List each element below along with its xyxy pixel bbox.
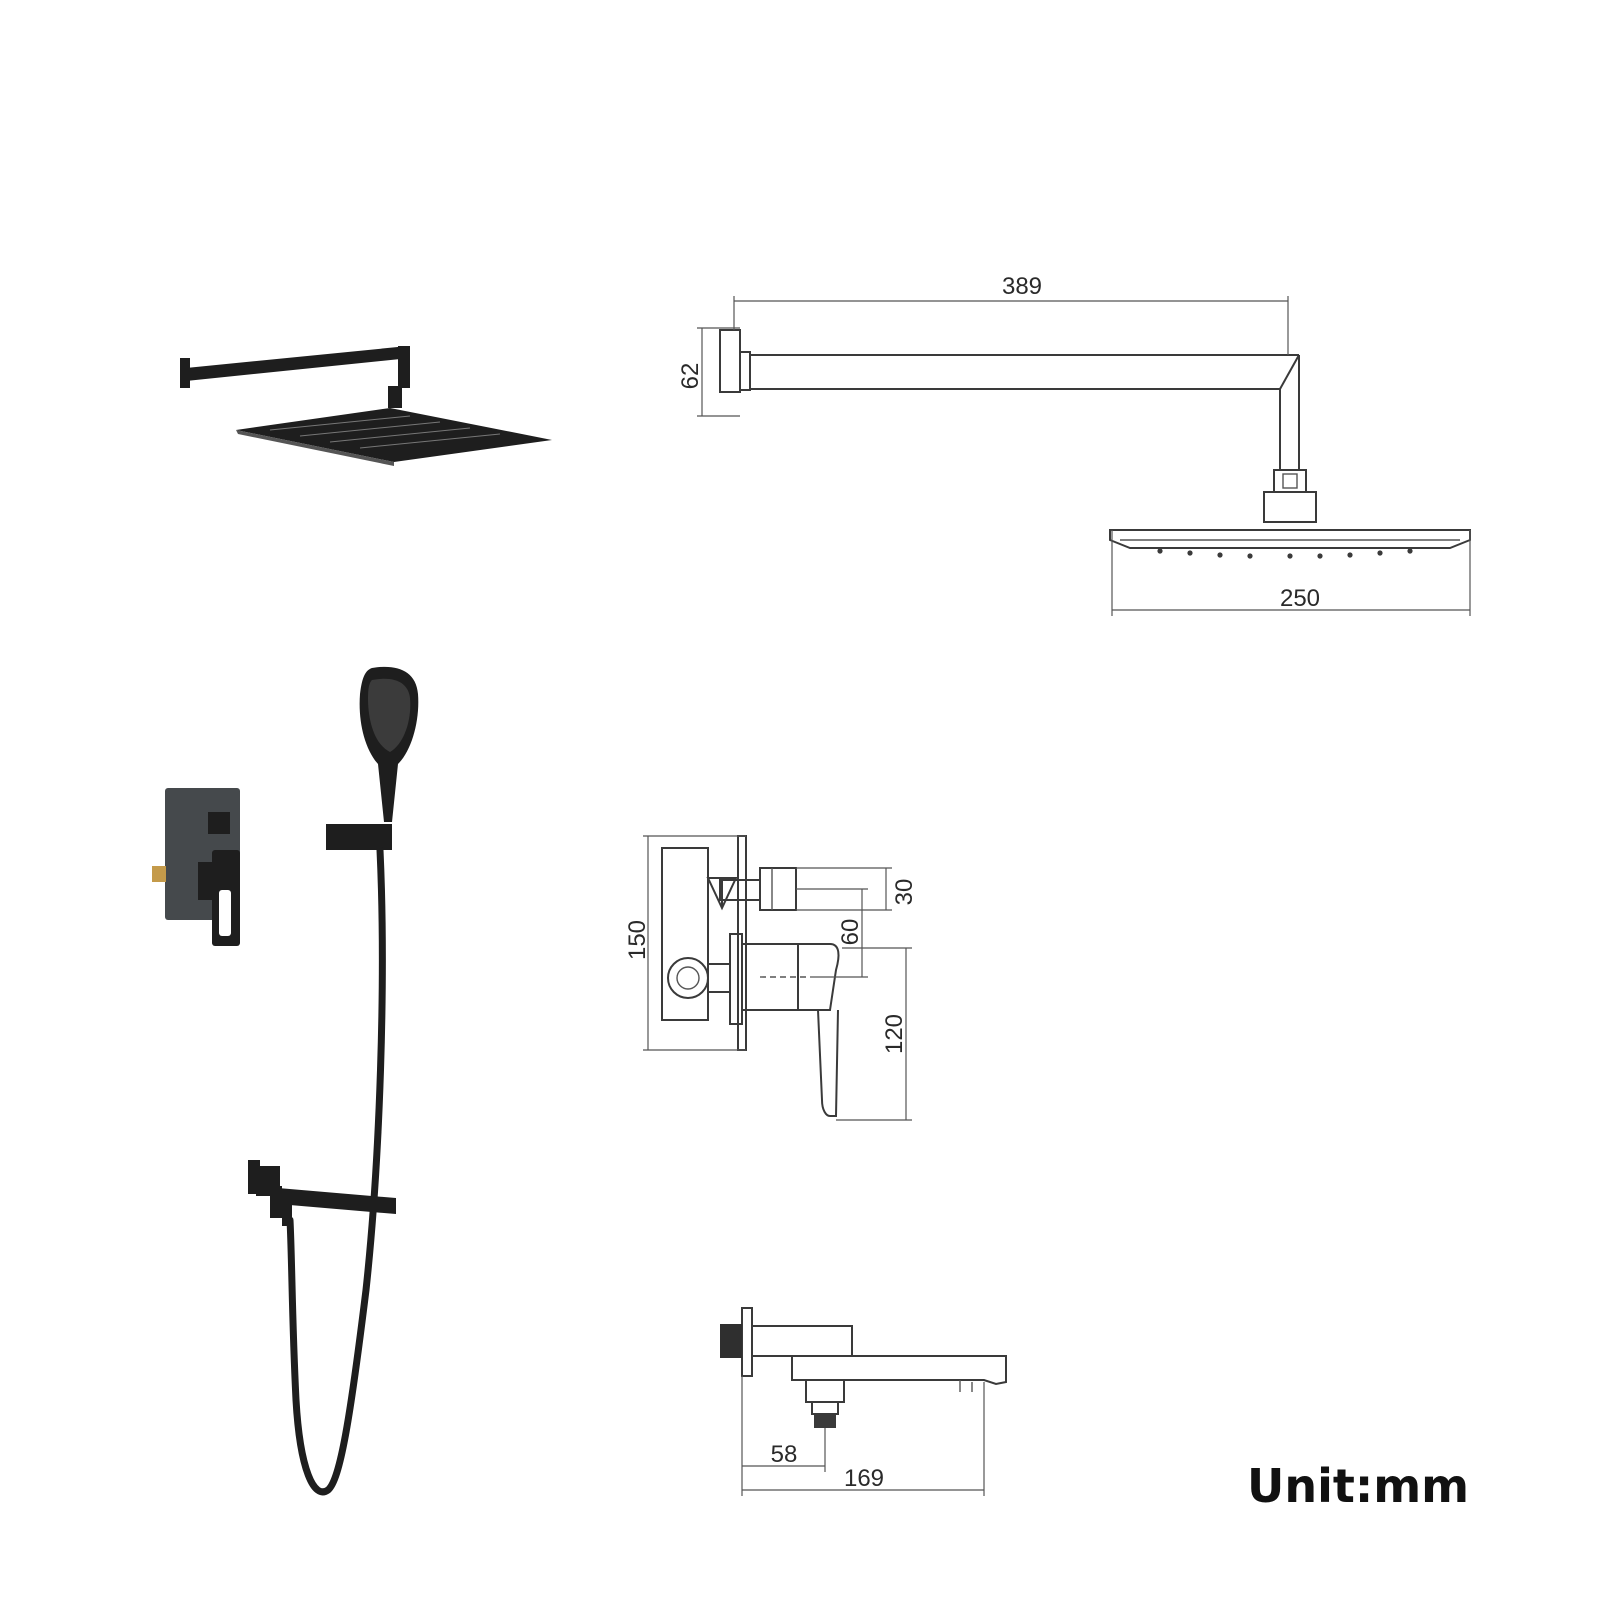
- tub-spout-photo-icon: [248, 1160, 396, 1226]
- dimension-62: 62: [677, 327, 740, 417]
- unit-label: Unit:mm: [1247, 1459, 1469, 1513]
- mixing-valve-photo-icon: [152, 788, 240, 946]
- dimension-label-150: 150: [624, 920, 651, 960]
- dimension-label-169: 169: [844, 1465, 884, 1492]
- dimension-label-389: 389: [1002, 273, 1042, 300]
- hand-shower-photo-icon: [286, 666, 419, 1496]
- valve-drawing: [661, 835, 840, 1117]
- dimension-60: 60: [796, 888, 868, 978]
- dimension-label-62: 62: [677, 363, 704, 390]
- dimension-250: 250: [1111, 530, 1471, 616]
- dimension-30: 30: [796, 867, 918, 911]
- shower-arm-drawing: [719, 329, 1471, 559]
- dimension-label-120: 120: [881, 1014, 908, 1054]
- dimension-389: 389: [733, 273, 1289, 355]
- spout-drawing: [720, 1307, 1007, 1428]
- dimension-169: 169: [742, 1382, 985, 1496]
- dimension-label-30: 30: [891, 879, 918, 906]
- dimension-label-58: 58: [771, 1441, 798, 1468]
- dimension-120: 120: [836, 947, 912, 1121]
- dimension-label-250: 250: [1280, 585, 1320, 612]
- dimension-150: 150: [624, 835, 746, 1051]
- rain-shower-photo-icon: [180, 346, 552, 466]
- dimension-58: 58: [741, 1376, 826, 1496]
- dimension-label-60: 60: [837, 919, 864, 946]
